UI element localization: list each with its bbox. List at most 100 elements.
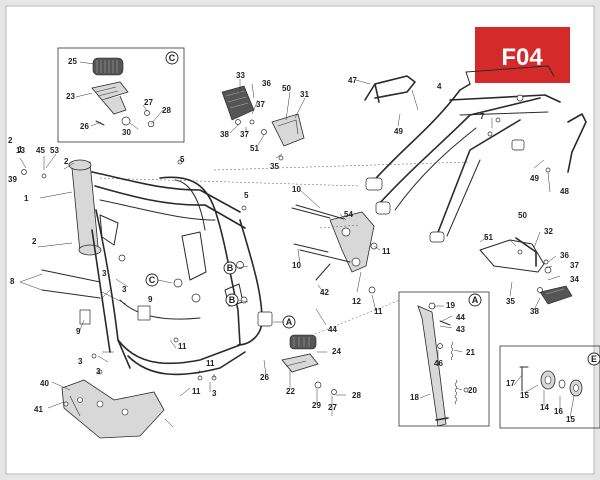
top-tube-left bbox=[91, 171, 241, 213]
callout-51: 51 bbox=[250, 144, 259, 153]
callout-29: 29 bbox=[312, 401, 321, 410]
rear-bracket bbox=[567, 113, 587, 173]
callout-33: 33 bbox=[236, 71, 245, 80]
callout-46: 46 bbox=[434, 359, 443, 368]
callout-48: 48 bbox=[560, 187, 569, 196]
callout-11: 11 bbox=[192, 387, 201, 396]
skid-plate bbox=[61, 379, 165, 439]
callout-40: 40 bbox=[40, 379, 49, 388]
leader-lines bbox=[19, 61, 575, 428]
footrest-bracket-right bbox=[221, 85, 305, 147]
callout-51: 51 bbox=[484, 233, 493, 242]
callout-53: 53 bbox=[50, 146, 59, 155]
callout-5: 5 bbox=[244, 191, 249, 200]
callout-28: 28 bbox=[352, 391, 361, 400]
callout-2: 2 bbox=[32, 237, 37, 246]
callout-9: 9 bbox=[148, 295, 153, 304]
callout-31: 31 bbox=[300, 90, 309, 99]
callout-1: 1 bbox=[24, 194, 29, 203]
callout-3: 3 bbox=[212, 389, 217, 398]
callout-54: 54 bbox=[344, 210, 353, 219]
footrest-assembly-right bbox=[479, 237, 573, 305]
callout-39: 39 bbox=[8, 175, 17, 184]
callout-5: 5 bbox=[180, 155, 185, 164]
callout-8: 8 bbox=[10, 277, 15, 286]
callout-13: 13 bbox=[16, 146, 25, 155]
callout-3: 3 bbox=[96, 367, 101, 376]
callout-37: 37 bbox=[570, 261, 579, 270]
callout-35: 35 bbox=[270, 162, 279, 171]
callout-37: 37 bbox=[256, 100, 265, 109]
detail-mark-a: A bbox=[472, 295, 479, 305]
callout-16: 16 bbox=[554, 407, 563, 416]
callout-32: 32 bbox=[544, 227, 553, 236]
callout-44: 44 bbox=[328, 325, 337, 334]
callout-45: 45 bbox=[36, 146, 45, 155]
frame-mark-a: A bbox=[286, 317, 293, 327]
frame-rear-section bbox=[159, 176, 241, 346]
callout-26: 26 bbox=[80, 122, 89, 131]
footpeg-rubber-pad bbox=[92, 57, 124, 76]
frame-mark-b-lower: B bbox=[229, 295, 236, 305]
small-hardware bbox=[21, 117, 551, 407]
callout-20: 20 bbox=[468, 386, 477, 395]
callout-10: 10 bbox=[292, 185, 301, 194]
rear-subframe bbox=[364, 65, 587, 243]
detail-mark-c: C bbox=[169, 53, 176, 63]
callout-19: 19 bbox=[446, 301, 455, 310]
callout-numbers: 1 2 2 1 2 13 45 53 39 25 23 26 27 28 30 … bbox=[8, 57, 579, 424]
callout-11: 11 bbox=[178, 342, 187, 351]
callout-1: 1 bbox=[18, 145, 23, 154]
grab-handle bbox=[364, 75, 416, 103]
frame-mark-b-upper: B bbox=[227, 263, 234, 273]
frame-mark-c: C bbox=[149, 275, 156, 285]
callout-38: 38 bbox=[530, 307, 539, 316]
detail-box-a: A bbox=[398, 291, 490, 427]
side-stand bbox=[417, 305, 447, 427]
callout-21: 21 bbox=[466, 348, 475, 357]
callout-41: 41 bbox=[34, 405, 43, 414]
callout-7: 7 bbox=[480, 112, 485, 121]
main-frame: B B C A bbox=[68, 159, 296, 376]
callout-11: 11 bbox=[382, 247, 391, 256]
callout-3: 3 bbox=[78, 357, 83, 366]
detail-box-c: C bbox=[57, 47, 185, 143]
callout-38: 38 bbox=[220, 130, 229, 139]
callout-35: 35 bbox=[506, 297, 515, 306]
callout-4: 4 bbox=[437, 82, 442, 91]
callout-50: 50 bbox=[282, 84, 291, 93]
callout-27: 27 bbox=[328, 403, 337, 412]
callout-10: 10 bbox=[292, 261, 301, 270]
stand-spring-lower bbox=[454, 379, 458, 405]
callout-28: 28 bbox=[162, 106, 171, 115]
callout-50: 50 bbox=[518, 211, 527, 220]
callout-14: 14 bbox=[540, 403, 549, 412]
callout-43: 43 bbox=[456, 325, 465, 334]
callout-36: 36 bbox=[560, 251, 569, 260]
callout-49: 49 bbox=[530, 174, 539, 183]
callout-49: 49 bbox=[394, 127, 403, 136]
callout-37: 37 bbox=[240, 130, 249, 139]
callout-2: 2 bbox=[64, 157, 69, 166]
callout-44: 44 bbox=[456, 313, 465, 322]
callout-3: 3 bbox=[102, 269, 107, 278]
callout-27: 27 bbox=[144, 98, 153, 107]
footrest-assembly-left bbox=[281, 334, 337, 395]
long-bolts bbox=[41, 207, 331, 325]
detail-box-e: E bbox=[499, 345, 600, 429]
callout-22: 22 bbox=[286, 387, 295, 396]
callout-15: 15 bbox=[566, 415, 575, 424]
callout-36: 36 bbox=[262, 79, 271, 88]
callout-3: 3 bbox=[122, 285, 127, 294]
callout-24: 24 bbox=[332, 347, 341, 356]
callout-15: 15 bbox=[520, 391, 529, 400]
stand-spring-upper bbox=[450, 341, 454, 361]
callout-23: 23 bbox=[66, 92, 75, 101]
callout-12: 12 bbox=[352, 297, 361, 306]
down-tube-left bbox=[95, 209, 131, 369]
engine-mount-bracket bbox=[295, 204, 378, 294]
callout-47: 47 bbox=[348, 76, 357, 85]
callout-18: 18 bbox=[410, 393, 419, 402]
